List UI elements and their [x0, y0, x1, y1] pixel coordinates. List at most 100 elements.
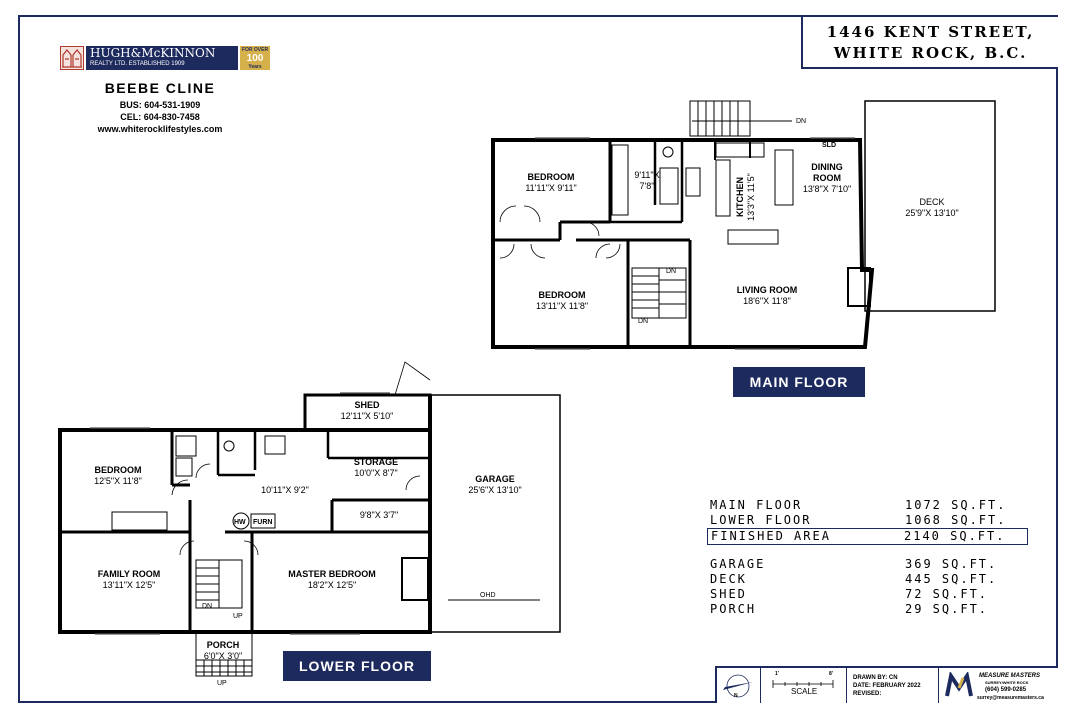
area-row-finished: FINISHED AREA 2140 SQ.FT. — [707, 528, 1028, 545]
brokerage-logo: HUGH&McKINNON REALTY LTD. ESTABLISHED 19… — [60, 46, 270, 72]
room-name: PORCH — [206, 640, 240, 650]
lower-fireplace — [401, 557, 429, 601]
storage-label: STORAGE 10'0"X 8'7" — [340, 457, 412, 479]
room-dims: 13'8"X 7'10" — [802, 184, 852, 194]
laundry-label: 10'11"X 9'2" — [261, 485, 309, 495]
room-name: BEDROOM — [527, 172, 575, 182]
room-name: MASTER BEDROOM — [288, 569, 376, 579]
anniversary-badge: FOR OVER 100 Years — [240, 46, 270, 70]
room-name: GARAGE — [475, 474, 515, 484]
room-dims: 18'2"X 12'5" — [307, 580, 357, 590]
room-dims: 18'6"X 11'8" — [743, 296, 791, 306]
main-stair-dn-note: DN — [666, 268, 677, 275]
scale-left: 1' — [775, 671, 779, 677]
agent-bus-phone: BUS: 604-531-1909 — [119, 100, 201, 110]
room-dims-2: 7'8" — [639, 181, 655, 191]
area-value: 445 SQ.FT. — [905, 572, 998, 586]
main-fireplace — [847, 267, 871, 307]
porch-label: PORCH 6'0"X 3'0" — [193, 640, 253, 662]
room-dims: 13'11"X 12'5" — [102, 580, 156, 590]
porch-up-note: UP — [217, 680, 227, 687]
hot-water-note: HW — [234, 519, 246, 526]
area-row-lower-floor: LOWER FLOOR 1068 SQ.FT. — [710, 513, 1025, 528]
badge-number: 100 — [246, 53, 264, 64]
main-floor-badge: MAIN FLOOR — [733, 367, 865, 397]
room-dims: 11'11"X 9'11" — [525, 183, 577, 193]
main-floor-walls — [491, 100, 996, 350]
room-name: STORAGE — [353, 457, 399, 467]
kitchen-label: KITCHEN 13'3"X 11'5" — [735, 157, 757, 237]
measure-masters-logo-icon — [945, 672, 973, 697]
family-room-label: FAMILY ROOM 13'11"X 12'5" — [82, 569, 176, 591]
area-row-main-floor: MAIN FLOOR 1072 SQ.FT. — [710, 498, 1025, 513]
area-value: 1072 SQ.FT. — [905, 498, 1007, 512]
room-dims: 13'3"X 11'5" — [746, 173, 756, 221]
dining-room-label: DINING ROOM 13'8"X 7'10" — [790, 162, 864, 195]
brokerage-name: HUGH&McKINNON — [90, 46, 216, 60]
area-row-deck: DECK 445 SQ.FT. — [710, 572, 1025, 587]
badge-top: FOR OVER — [241, 47, 269, 53]
area-label: PORCH — [710, 602, 757, 616]
room-dims: 10'0"X 8'7" — [354, 468, 398, 478]
agent-cell-phone: CEL: 604-830-7458 — [120, 112, 200, 122]
agent-website: www.whiterocklifestyles.com — [97, 124, 223, 134]
area-value: 2140 SQ.FT. — [904, 529, 1006, 543]
area-label: MAIN FLOOR — [710, 498, 803, 512]
room-dims: 12'11"X 5'10" — [340, 411, 394, 421]
main-bedroom-1-label: BEDROOM 11'11"X 9'11" — [512, 172, 590, 194]
main-dn-note: DN — [796, 118, 807, 125]
agent-name: BEEBE CLINE — [104, 80, 216, 96]
property-address: 1446 KENT STREET, WHITE ROCK, B.C. — [801, 17, 1058, 69]
deck-label: DECK 25'9"X 13'10" — [890, 197, 974, 219]
brokerage-sub: REALTY LTD. ESTABLISHED 1909 — [90, 61, 185, 67]
company-name: MEASURE MASTERS — [979, 673, 1041, 679]
brokerage-emblem-icon — [60, 46, 84, 70]
address-line-2: WHITE ROCK, B.C. — [833, 44, 1028, 62]
area-summary-table: MAIN FLOOR 1072 SQ.FT. LOWER FLOOR 1068 … — [707, 498, 1028, 617]
shed-label: SHED 12'11"X 5'10" — [330, 400, 404, 422]
main-inner-stair — [631, 267, 687, 319]
lower-inner-stair — [195, 559, 243, 609]
room-dims: 9'11"X — [634, 170, 660, 180]
furnace-note: FURN — [253, 519, 273, 526]
area-row-shed: SHED 72 SQ.FT. — [710, 587, 1025, 602]
title-block: N 1' 8' SCALE DRAWN BY: CN DATE: FEBRUAR… — [715, 666, 1058, 703]
room-name: DECK — [919, 197, 945, 207]
agent-info: BEEBE CLINE BUS: 604-531-1909 CEL: 604-8… — [70, 80, 250, 135]
main-bedroom-2-label: BEDROOM 13'11"X 11'8" — [522, 290, 602, 312]
company-sub: SURREY/WHITE ROCK — [985, 680, 1029, 685]
area-row-garage: GARAGE 369 SQ.FT. — [710, 557, 1025, 572]
area-row-porch: PORCH 29 SQ.FT. — [710, 602, 1025, 617]
drawing-info-cell: DRAWN BY: CN DATE: FEBRUARY 2022 REVISED… — [847, 668, 939, 703]
room-dims: 13'11"X 11'8" — [535, 301, 589, 311]
page-frame — [18, 15, 1058, 703]
area-label: LOWER FLOOR — [710, 513, 812, 527]
lower-floor-badge: LOWER FLOOR — [283, 651, 431, 681]
area-label: SHED — [710, 587, 747, 601]
scale-bar-icon — [772, 680, 834, 688]
main-bathroom-label: 9'11"X 7'8" — [625, 170, 669, 192]
master-bedroom-label: MASTER BEDROOM 18'2"X 12'5" — [270, 569, 394, 591]
lower-floor-walls — [58, 361, 561, 677]
room-name: KITCHEN — [735, 177, 745, 217]
main-stair-dn-note-2: DN — [638, 318, 649, 325]
company-phone: (604) 599-0285 — [985, 687, 1027, 693]
closet-label: 9'8"X 3'7" — [359, 510, 399, 520]
room-name: BEDROOM — [538, 290, 586, 300]
area-label: FINISHED AREA — [711, 529, 831, 543]
deck-outline — [864, 100, 996, 312]
room-name-2: ROOM — [813, 173, 841, 183]
badge-bottom: Years — [248, 64, 262, 70]
drawing-date: DATE: FEBRUARY 2022 — [853, 683, 921, 689]
room-dims: 6'0"X 3'0" — [203, 651, 243, 661]
company-cell: MEASURE MASTERS SURREY/WHITE ROCK (604) … — [939, 668, 1058, 703]
scale-cell: 1' 8' SCALE — [761, 668, 847, 703]
room-dims: 12'5"X 11'8" — [94, 476, 142, 486]
address-line-1: 1446 KENT STREET, — [826, 23, 1035, 41]
lower-bedroom-label: BEDROOM 12'5"X 11'8" — [80, 465, 156, 487]
room-name: FAMILY ROOM — [97, 569, 161, 579]
area-value: 29 SQ.FT. — [905, 602, 989, 616]
room-name: BEDROOM — [94, 465, 142, 475]
scale-label: SCALE — [791, 687, 818, 696]
